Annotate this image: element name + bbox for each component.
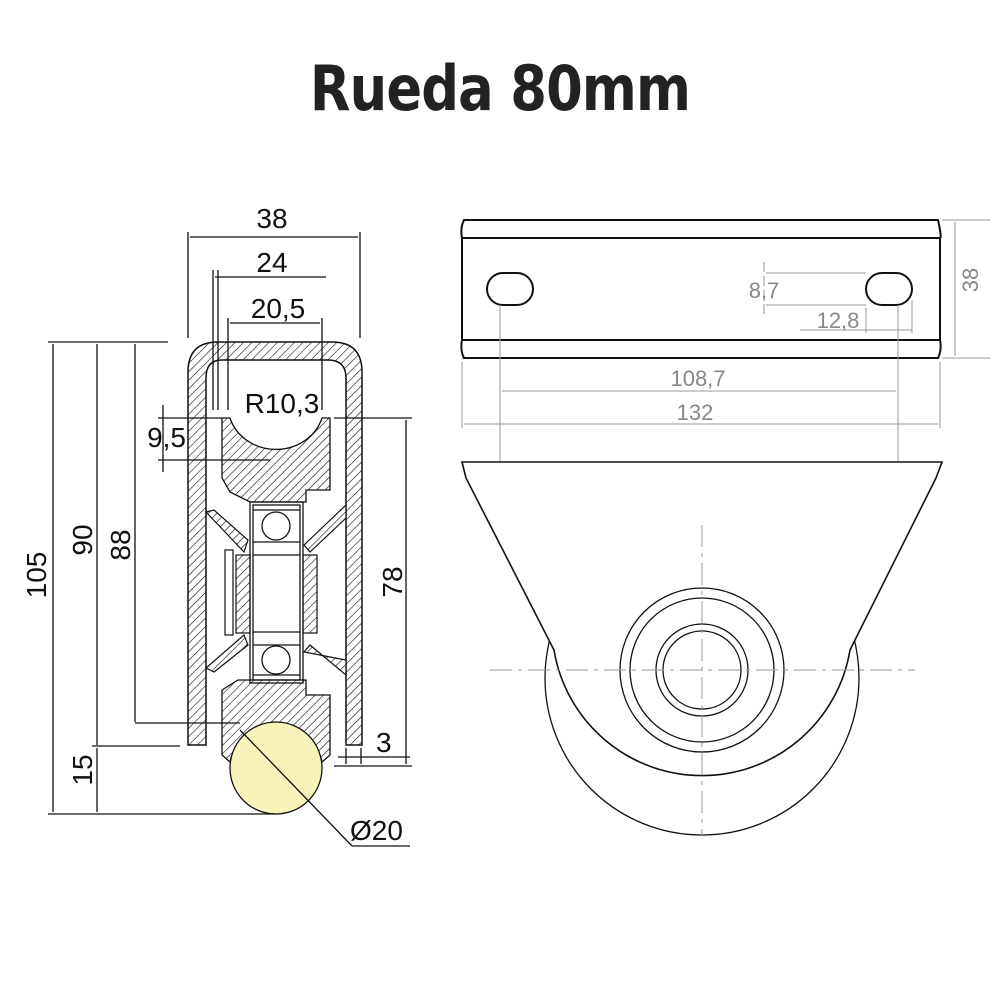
dim-hole-spacing: 108,7 [670, 366, 725, 391]
dim-width-24: 24 [256, 247, 287, 278]
bearing-ball-top [261, 511, 291, 541]
bearing [249, 501, 304, 684]
bearing-ball-bottom [261, 645, 291, 675]
plate-top-view: 8,7 12,8 108,7 132 38 [460, 219, 990, 490]
hub-right [302, 554, 318, 634]
plate-dimensions [461, 219, 990, 490]
dim-slot-12-8: 12,8 [817, 308, 860, 333]
wheel-upper-body [221, 417, 331, 503]
dim-width-38: 38 [256, 203, 287, 234]
dim-height-105: 105 [21, 552, 52, 599]
mounting-plate [460, 219, 942, 359]
fork-wheel-view [460, 461, 944, 836]
dim-plate-length: 132 [677, 400, 714, 425]
dim-groove-radius: R10,3 [245, 388, 320, 419]
wheel-web-right [302, 503, 347, 677]
dim-groove-depth: 9,5 [147, 422, 186, 453]
dim-plate-width: 38 [958, 268, 983, 292]
dim-height-88: 88 [105, 529, 136, 560]
dim-height-90: 90 [67, 524, 98, 555]
mounting-slot-left [486, 272, 534, 306]
side-section-view: 38 24 20,5 R10,3 9,5 105 90 88 15 78 3 Ø… [21, 203, 412, 847]
washer [224, 549, 234, 636]
wheel-web-left [204, 509, 249, 673]
mounting-slot-right [865, 272, 913, 306]
page-title: Rueda 80mm [309, 52, 691, 125]
dim-width-20-5: 20,5 [251, 293, 306, 324]
dim-rod-diameter: Ø20 [350, 815, 403, 846]
dim-height-15: 15 [67, 754, 98, 785]
side-dimensions [48, 232, 412, 847]
hub-left [235, 554, 251, 634]
dim-wheel-78: 78 [377, 566, 408, 597]
dim-wall-3: 3 [376, 727, 392, 758]
channel-profile [187, 341, 363, 746]
dim-slot-8-7: 8,7 [749, 278, 780, 303]
